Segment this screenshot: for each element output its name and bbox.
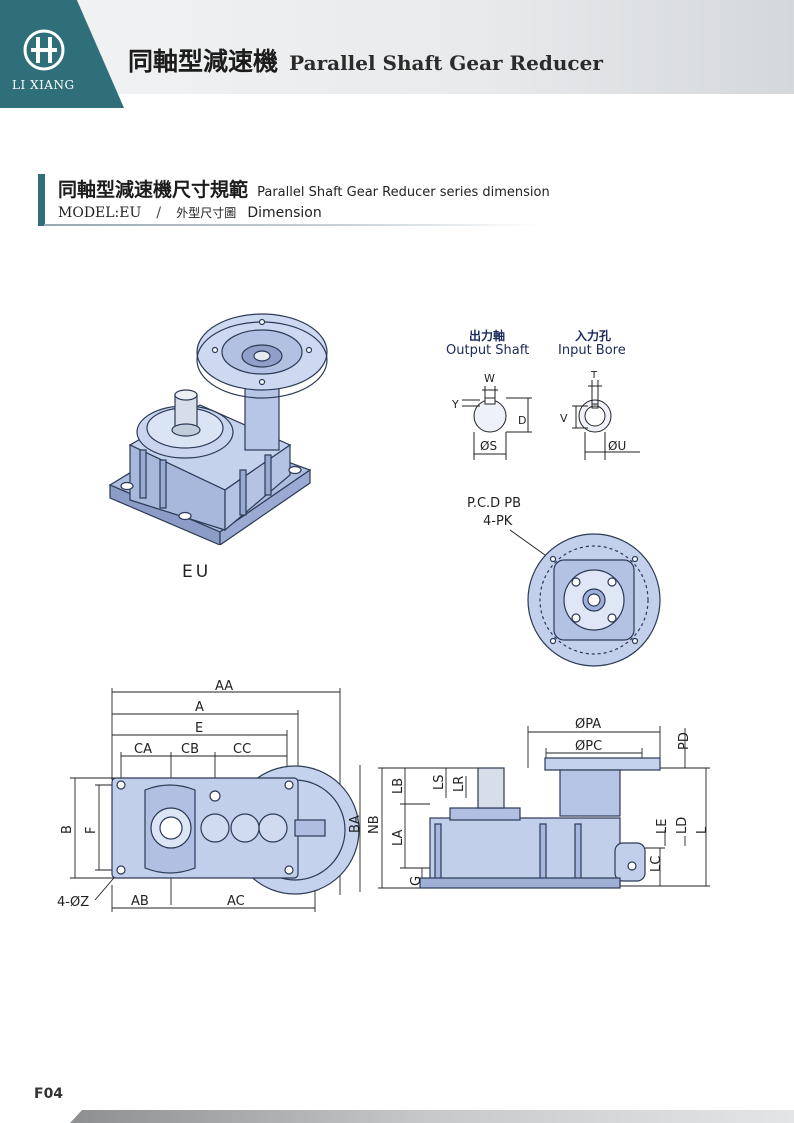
dimension-label-zh: 外型尺寸圖 <box>176 206 237 220</box>
dim-aa: AA <box>215 680 233 694</box>
section-title-en: Parallel Shaft Gear Reducer series dimen… <box>257 185 550 200</box>
dim-lb: LB <box>391 778 406 794</box>
dim-ls: LS <box>432 775 447 791</box>
dim-la: LA <box>391 829 406 846</box>
dim-s: ØS <box>480 439 497 453</box>
page-title-en: Parallel Shaft Gear Reducer <box>289 51 603 75</box>
dim-ca: CA <box>134 742 152 757</box>
section-subtitle: MODEL:EU / 外型尺寸圖 Dimension <box>58 202 322 221</box>
pcd-label: P.C.D PB <box>467 496 522 511</box>
lixiang-logo-icon <box>23 29 65 71</box>
dim-pc: ØPC <box>575 739 602 754</box>
dim-f: F <box>84 827 99 834</box>
top-view-drawing: AA A E CA CB CC B F BA 4-ØZ AB AC <box>57 680 363 912</box>
shaft-detail-drawing: W Y D ØS T V ØU <box>451 370 640 460</box>
dim-nb: NB <box>367 815 382 834</box>
dim-lc: LC <box>649 856 664 872</box>
dim-ba: BA <box>348 815 363 833</box>
page-number: F04 <box>34 1086 64 1102</box>
dim-ab: AB <box>131 894 149 909</box>
dimension-label-en: Dimension <box>247 205 322 221</box>
dim-pa: ØPA <box>575 717 601 732</box>
section-title-zh: 同軸型減速機尺寸規範 <box>58 179 249 201</box>
subtitle-separator: / <box>156 205 162 221</box>
dim-g: G <box>409 876 424 886</box>
logo-text: LI XIANG <box>12 78 75 92</box>
section-accent-bar <box>38 174 45 226</box>
product-label: EU <box>182 562 212 582</box>
dim-ac: AC <box>227 894 245 909</box>
input-bore-label-zh: 入力孔 <box>575 329 612 343</box>
footer-bar <box>70 1110 794 1123</box>
holes-label: 4-PK <box>483 514 513 529</box>
model-label: MODEL:EU <box>58 205 142 221</box>
dim-t: T <box>590 370 598 381</box>
output-shaft-label-en: Output Shaft <box>446 343 530 358</box>
dim-y: Y <box>451 398 459 411</box>
dim-l: L <box>695 826 710 834</box>
dim-ld: LD <box>675 817 690 834</box>
dim-cc: CC <box>233 742 251 757</box>
dim-lr: LR <box>452 776 467 792</box>
header-band <box>0 0 794 108</box>
dim-e: E <box>195 721 203 736</box>
dim-w: W <box>484 372 495 385</box>
isometric-drawing <box>108 313 328 545</box>
output-shaft-label-zh: 出力軸 <box>469 329 506 343</box>
section-divider <box>44 224 544 226</box>
dim-le: LE <box>655 819 670 834</box>
input-bore-label-en: Input Bore <box>558 343 626 358</box>
dim-b: B <box>60 825 75 834</box>
dim-d: D <box>518 414 526 427</box>
side-view-drawing: PD ØPA ØPC NB LB LS LR LA G LE LD L LC <box>367 717 710 889</box>
section-title: 同軸型減速機尺寸規範 Parallel Shaft Gear Reducer s… <box>58 175 550 202</box>
dim-v: V <box>560 412 568 425</box>
dim-u: ØU <box>608 439 626 453</box>
page-title: 同軸型減速機 Parallel Shaft Gear Reducer <box>128 42 603 78</box>
dim-cb: CB <box>181 742 199 757</box>
dim-pd: PD <box>677 732 692 750</box>
flange-front-drawing <box>509 529 661 667</box>
page-title-zh: 同軸型減速機 <box>128 47 279 76</box>
dim-z: 4-ØZ <box>57 895 89 910</box>
dim-a: A <box>195 700 204 715</box>
